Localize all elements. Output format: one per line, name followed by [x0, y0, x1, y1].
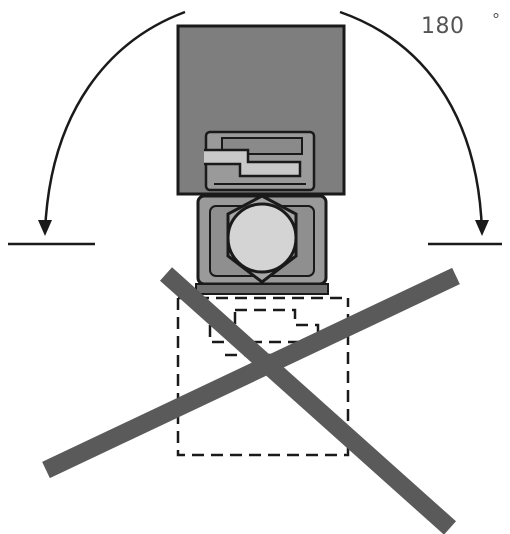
rotation-arrow-right [339, 10, 484, 233]
actuator-head [176, 24, 346, 196]
valve-port-icon [226, 202, 298, 274]
arrowhead-left-icon [38, 220, 52, 236]
rotation-angle-label: 180 [421, 14, 465, 39]
rotation-arrow-left [43, 10, 186, 233]
arrowhead-right-icon [475, 220, 489, 236]
degree-symbol: ° [492, 10, 500, 29]
valve-housing [195, 194, 329, 295]
prohibited-cross-icon [42, 267, 460, 534]
